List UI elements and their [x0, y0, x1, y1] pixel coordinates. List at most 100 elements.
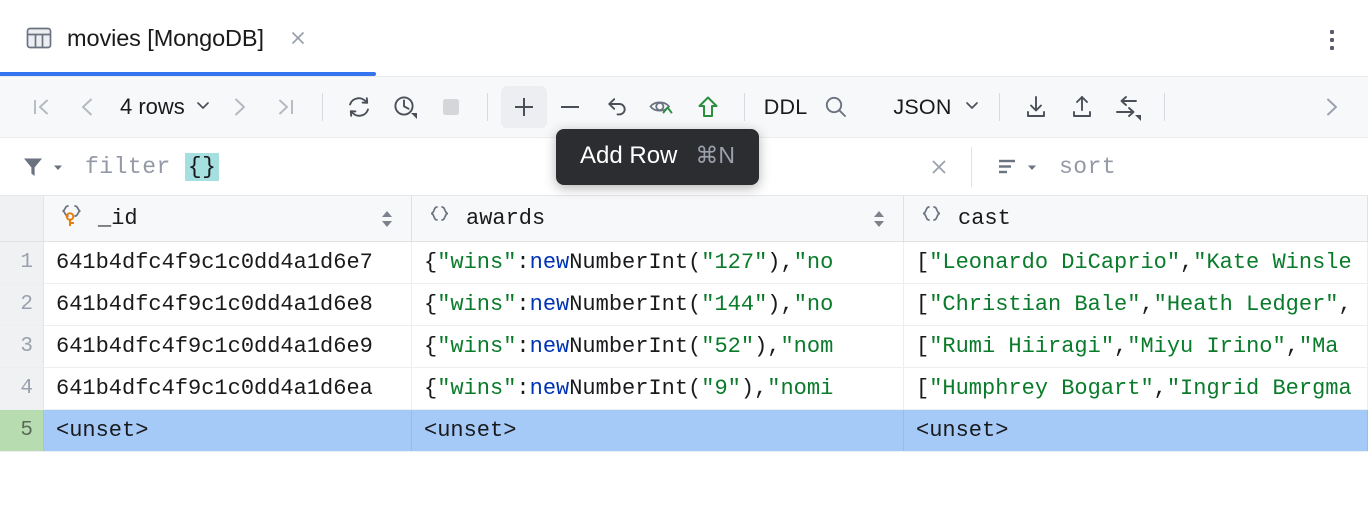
token: NumberInt( — [569, 250, 702, 275]
sort-icon[interactable] — [990, 146, 1045, 188]
delete-row-button[interactable] — [547, 86, 593, 128]
token: "Ingrid Bergma — [1166, 376, 1352, 401]
revert-changes-button[interactable] — [593, 86, 639, 128]
token: "9" — [701, 376, 741, 401]
row-number[interactable]: 4 — [0, 368, 44, 409]
token: ), — [740, 376, 768, 401]
chevron-down-icon — [54, 165, 62, 170]
reload-button[interactable] — [336, 86, 382, 128]
row-count-selector[interactable]: 4 rows — [110, 90, 217, 124]
object-icon — [916, 203, 946, 234]
cell-id[interactable]: 641b4dfc4f9c1c0dd4a1d6e7 — [44, 242, 412, 283]
cell-cast[interactable]: ["Christian Bale", "Heath Ledger", — [904, 284, 1368, 325]
toolbar-separator — [321, 93, 323, 121]
token: "Humphrey Bogart" — [929, 376, 1154, 401]
cell-id[interactable]: 641b4dfc4f9c1c0dd4a1d6ea — [44, 368, 412, 409]
column-name: cast — [958, 206, 1011, 231]
token: "Kate Winsle — [1193, 250, 1352, 275]
search-icon[interactable] — [813, 86, 859, 128]
first-page-button[interactable] — [18, 86, 64, 128]
row-number[interactable]: 3 — [0, 326, 44, 367]
cell-cast[interactable]: ["Rumi Hiiragi", "Miyu Irino", "Ma — [904, 326, 1368, 367]
ddl-button[interactable]: DDL — [763, 94, 808, 119]
token: [ — [916, 334, 930, 359]
token: NumberInt( — [569, 292, 702, 317]
token: { — [424, 292, 438, 317]
last-page-button[interactable] — [263, 86, 309, 128]
view-format-selector[interactable]: JSON — [883, 91, 985, 124]
cell-awards[interactable]: {"wins": new NumberInt("9"), "nomi — [412, 368, 904, 409]
row-number[interactable]: 5 — [0, 410, 44, 451]
sort-input[interactable]: sort — [972, 138, 1368, 195]
toolbar-separator — [486, 93, 488, 121]
sort-indicator-icon[interactable] — [377, 206, 397, 232]
tooltip-text: Add Row — [580, 142, 678, 169]
next-page-button[interactable] — [217, 86, 263, 128]
column-header-awards[interactable]: awards — [412, 196, 904, 241]
import-data-button[interactable] — [1013, 86, 1059, 128]
cell-awards[interactable]: {"wins": new NumberInt("127"), "no — [412, 242, 904, 283]
filter-sort-divider — [971, 146, 972, 187]
column-name: _id — [98, 206, 138, 231]
close-icon[interactable] — [287, 27, 309, 49]
cell-cast[interactable]: <unset> — [904, 410, 1368, 451]
cell-awards[interactable]: {"wins": new NumberInt("52"), "nom — [412, 326, 904, 367]
submit-changes-button[interactable] — [685, 86, 731, 128]
row-number[interactable]: 2 — [0, 284, 44, 325]
token: "144" — [701, 292, 768, 317]
token: "127" — [701, 250, 768, 275]
token: , — [1285, 334, 1299, 359]
filter-icon[interactable] — [16, 146, 71, 188]
token: new — [529, 376, 570, 401]
token: "wins" — [437, 376, 517, 401]
more-toolbar-actions-button[interactable] — [1308, 86, 1354, 128]
column-header-id[interactable]: _id — [44, 196, 412, 241]
toolbar-separator — [743, 93, 745, 121]
token: { — [424, 250, 438, 275]
cell-awards[interactable]: <unset> — [412, 410, 904, 451]
cell-id[interactable]: <unset> — [44, 410, 412, 451]
cell-id[interactable]: 641b4dfc4f9c1c0dd4a1d6e9 — [44, 326, 412, 367]
filter-input[interactable]: filter {} — [0, 138, 917, 195]
token: ), — [767, 250, 794, 275]
column-header-cast[interactable]: cast — [904, 196, 1368, 241]
export-data-button[interactable] — [1059, 86, 1105, 128]
token: "wins" — [437, 250, 517, 275]
token: <unset> — [916, 418, 1009, 443]
token: { — [424, 334, 438, 359]
add-row-button[interactable] — [500, 86, 547, 128]
previous-page-button[interactable] — [64, 86, 110, 128]
active-tab-indicator — [0, 72, 376, 76]
transpose-view-button[interactable] — [1105, 86, 1151, 128]
page-size-history-button[interactable] — [382, 86, 428, 128]
toolbar-separator — [998, 93, 1000, 121]
cell-awards[interactable]: {"wins": new NumberInt("144"), "no — [412, 284, 904, 325]
cell-cast[interactable]: ["Humphrey Bogart", "Ingrid Bergma — [904, 368, 1368, 409]
token: : — [516, 376, 530, 401]
preview-changes-icon[interactable] — [639, 86, 685, 128]
token: , — [1140, 292, 1154, 317]
chevron-down-icon — [193, 95, 213, 120]
token: <unset> — [424, 418, 517, 443]
more-options-icon[interactable] — [1320, 24, 1344, 56]
token: NumberInt( — [569, 334, 702, 359]
row-number[interactable]: 1 — [0, 242, 44, 283]
token: "Rumi Hiiragi" — [929, 334, 1115, 359]
table-icon — [24, 23, 54, 53]
token: new — [529, 334, 570, 359]
cell-id[interactable]: 641b4dfc4f9c1c0dd4a1d6e8 — [44, 284, 412, 325]
cell-cast[interactable]: ["Leonardo DiCaprio", "Kate Winsle — [904, 242, 1368, 283]
token: "nom — [780, 334, 834, 359]
sort-indicator-icon[interactable] — [869, 206, 889, 232]
result-grid: _id awards — [0, 196, 1368, 486]
grid-header-row: _id awards — [0, 196, 1368, 242]
table-row[interactable]: 5<unset><unset><unset> — [0, 410, 1368, 452]
clear-filter-icon[interactable] — [917, 145, 961, 189]
tab-movies-mongodb[interactable]: movies [MongoDB] — [0, 2, 333, 74]
stop-button[interactable] — [428, 86, 474, 128]
